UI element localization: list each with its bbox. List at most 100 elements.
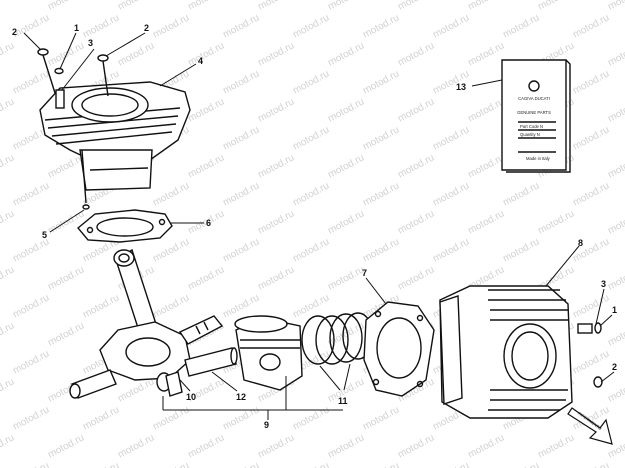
watermark-text: motod.ru bbox=[221, 68, 261, 96]
watermark-text: motod.ru bbox=[431, 460, 471, 468]
watermark-text: motod.ru bbox=[501, 180, 541, 208]
booklet-brand: CAGIVA DUCATI bbox=[518, 96, 550, 101]
watermark-text: motod.ru bbox=[0, 376, 16, 404]
watermark-text: motod.ru bbox=[0, 432, 16, 460]
watermark-text: motod.ru bbox=[116, 0, 156, 13]
callout-2-pin-top: 2 bbox=[12, 27, 17, 37]
watermark-text: motod.ru bbox=[256, 208, 296, 236]
watermark-text: motod.ru bbox=[396, 264, 436, 292]
watermark-text: motod.ru bbox=[326, 96, 366, 124]
watermark-text: motod.ru bbox=[46, 264, 86, 292]
watermark-text: motod.ru bbox=[81, 292, 121, 320]
watermark-text: motod.ru bbox=[81, 12, 121, 40]
callout-9: 9 bbox=[264, 420, 269, 430]
callout-8: 8 bbox=[578, 238, 583, 248]
watermark-text: motod.ru bbox=[606, 208, 625, 236]
callout-4: 4 bbox=[198, 56, 203, 66]
watermark-text: motod.ru bbox=[326, 0, 366, 13]
watermark-text: motod.ru bbox=[501, 460, 541, 468]
watermark-text: motod.ru bbox=[291, 124, 331, 152]
watermark-text: motod.ru bbox=[431, 12, 471, 40]
watermark-text: motod.ru bbox=[396, 152, 436, 180]
watermark-text: motod.ru bbox=[291, 68, 331, 96]
callout-5: 5 bbox=[42, 230, 47, 240]
watermark-text: motod.ru bbox=[81, 404, 121, 432]
watermark-text: motod.ru bbox=[256, 432, 296, 460]
watermark-text: motod.ru bbox=[0, 264, 16, 292]
watermark-text: motod.ru bbox=[256, 264, 296, 292]
watermark-text: motod.ru bbox=[326, 264, 366, 292]
watermark-text: motod.ru bbox=[571, 124, 611, 152]
watermark-text: motod.ru bbox=[151, 460, 191, 468]
watermark-text: motod.ru bbox=[11, 460, 51, 468]
watermark-text: motod.ru bbox=[186, 40, 226, 68]
watermark-text: motod.ru bbox=[151, 404, 191, 432]
watermark-text: motod.ru bbox=[466, 208, 506, 236]
head-gasket-small bbox=[77, 209, 173, 243]
watermark-text: motod.ru bbox=[361, 68, 401, 96]
watermark-text: motod.ru bbox=[536, 432, 576, 460]
watermark-text: motod.ru bbox=[11, 348, 51, 376]
watermark-text: motod.ru bbox=[606, 152, 625, 180]
watermark-text: motod.ru bbox=[0, 40, 16, 68]
watermark-text: motod.ru bbox=[186, 0, 226, 13]
watermark-text: motod.ru bbox=[571, 292, 611, 320]
callout-12: 12 bbox=[236, 392, 246, 402]
watermark-text: motod.ru bbox=[361, 12, 401, 40]
watermark-text: motod.ru bbox=[151, 292, 191, 320]
watermark-text: motod.ru bbox=[151, 180, 191, 208]
watermark-text: motod.ru bbox=[11, 404, 51, 432]
watermark-text: motod.ru bbox=[396, 96, 436, 124]
watermark-text: motod.ru bbox=[606, 0, 625, 13]
watermark-text: motod.ru bbox=[291, 180, 331, 208]
watermark-text: motod.ru bbox=[396, 0, 436, 13]
watermark-text: motod.ru bbox=[501, 12, 541, 40]
booklet-field-part: Part Code N bbox=[520, 124, 543, 129]
watermark-text: motod.ru bbox=[46, 152, 86, 180]
leader-lines bbox=[23, 32, 615, 420]
watermark-text: motod.ru bbox=[46, 0, 86, 13]
watermark-text: motod.ru bbox=[151, 236, 191, 264]
piston-pin bbox=[184, 347, 238, 377]
callout-1-right: 1 bbox=[612, 305, 617, 315]
watermark-text: motod.ru bbox=[81, 460, 121, 468]
watermark-text: motod.ru bbox=[11, 68, 51, 96]
callout-3-right: 3 bbox=[601, 279, 606, 289]
watermark-text: motod.ru bbox=[291, 460, 331, 468]
watermark-text: motod.ru bbox=[11, 180, 51, 208]
callout-2-right: 2 bbox=[612, 362, 617, 372]
watermark-text: motod.ru bbox=[186, 264, 226, 292]
watermark-text: motod.ru bbox=[571, 460, 611, 468]
watermark-text: motod.ru bbox=[151, 12, 191, 40]
booklet-field-qty: Quantity N bbox=[520, 132, 540, 137]
large-cylinder bbox=[439, 285, 573, 419]
watermark-text: motod.ru bbox=[116, 40, 156, 68]
watermark-text: motod.ru bbox=[396, 40, 436, 68]
watermark-text: motod.ru bbox=[186, 432, 226, 460]
booklet-subtitle: GENUINE PARTS bbox=[517, 110, 551, 115]
watermark-text: motod.ru bbox=[116, 376, 156, 404]
watermark-text: motod.ru bbox=[291, 404, 331, 432]
watermark-text: motod.ru bbox=[116, 432, 156, 460]
watermark-text: motod.ru bbox=[221, 12, 261, 40]
watermark-text: motod.ru bbox=[291, 292, 331, 320]
watermark-text: motod.ru bbox=[221, 236, 261, 264]
watermark-text: motod.ru bbox=[466, 40, 506, 68]
watermark-text: motod.ru bbox=[256, 96, 296, 124]
watermark-text: motod.ru bbox=[606, 40, 625, 68]
watermark-text: motod.ru bbox=[536, 208, 576, 236]
watermark-text: motod.ru bbox=[606, 96, 625, 124]
watermark-text: motod.ru bbox=[466, 152, 506, 180]
watermark-text: motod.ru bbox=[606, 376, 625, 404]
watermark-text: motod.ru bbox=[571, 348, 611, 376]
watermark-text: motod.ru bbox=[0, 96, 16, 124]
watermark-text: motod.ru bbox=[361, 124, 401, 152]
watermark-text: motod.ru bbox=[396, 208, 436, 236]
callout-7: 7 bbox=[362, 268, 367, 278]
watermark-text: motod.ru bbox=[11, 236, 51, 264]
watermark-text: motod.ru bbox=[326, 40, 366, 68]
callout-11: 11 bbox=[338, 396, 348, 406]
watermark-text: motod.ru bbox=[256, 40, 296, 68]
watermark-text: motod.ru bbox=[0, 0, 16, 13]
